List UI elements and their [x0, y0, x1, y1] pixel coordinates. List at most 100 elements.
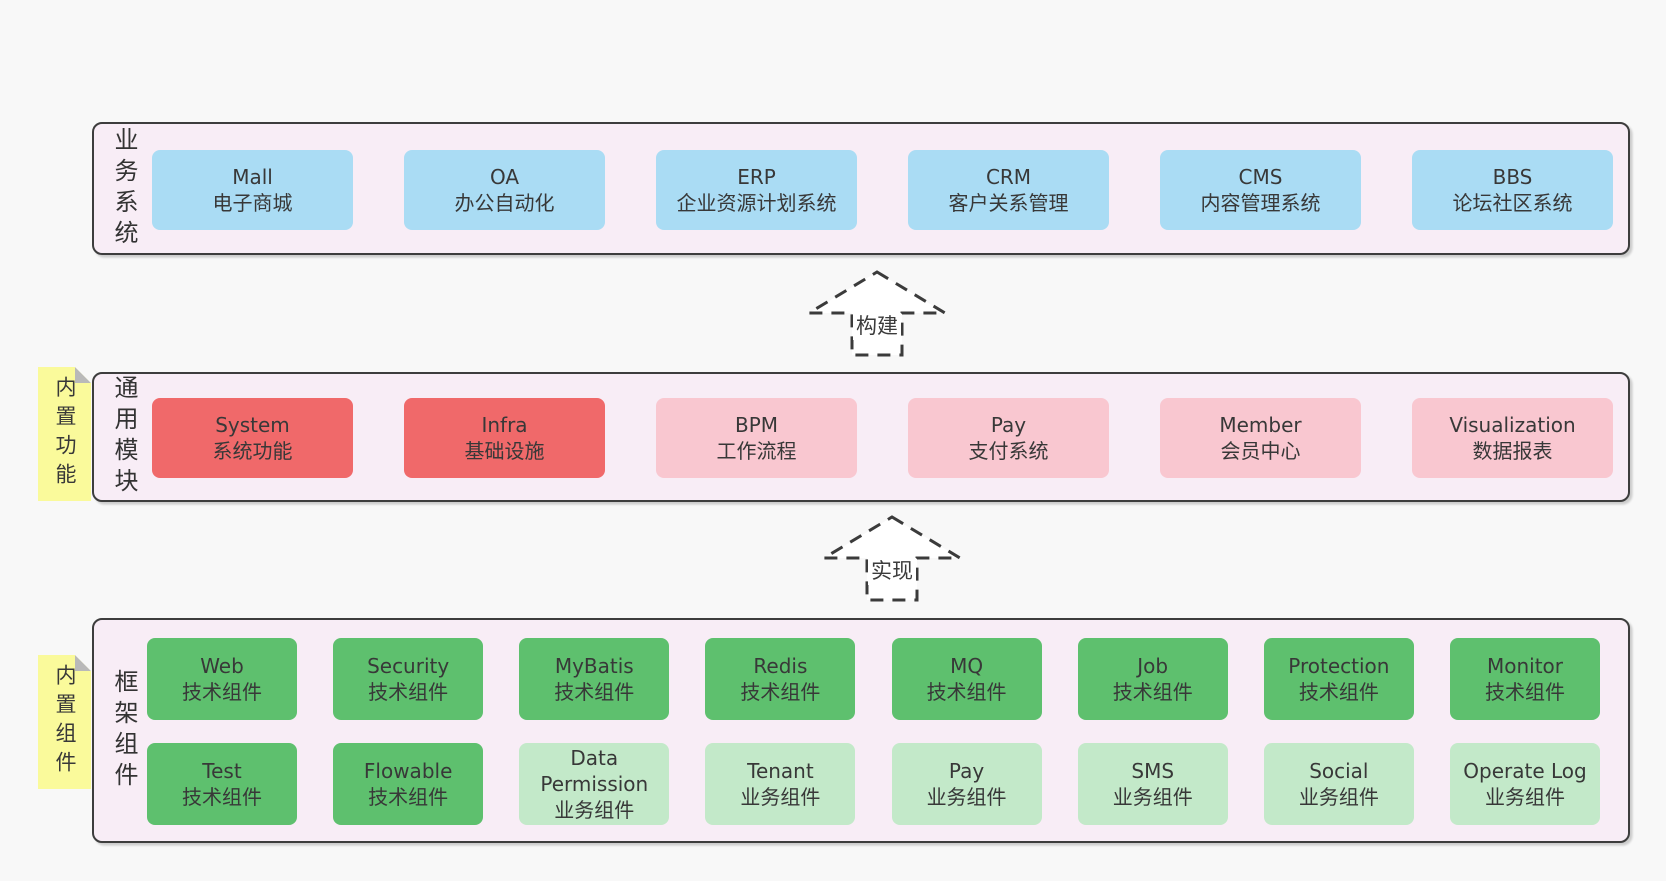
box-title: Pay	[990, 413, 1027, 437]
box-subtitle: 业务组件	[740, 785, 821, 809]
box-title: System	[215, 413, 290, 437]
layer-common-modules-label: 通用模块	[110, 375, 138, 499]
layer-business-systems-label: 业务系统	[110, 126, 138, 251]
box-subtitle: 技术组件	[740, 680, 821, 704]
box-title: Web	[200, 654, 244, 678]
box-subtitle: 论坛社区系统	[1452, 191, 1573, 215]
note-built-in-components: 内置组件	[38, 655, 91, 789]
arrow-build: 构建	[806, 269, 948, 359]
box-subtitle: 客户关系管理	[948, 191, 1069, 215]
box-title: MQ	[950, 654, 984, 678]
box-title: CMS	[1238, 165, 1283, 189]
box-title: BPM	[734, 413, 779, 437]
box-title: Infra	[481, 413, 528, 437]
box-title: OA	[489, 165, 520, 189]
box-subtitle: 工作流程	[716, 439, 797, 463]
box-subtitle: 技术组件	[926, 680, 1007, 704]
box-title: Security	[367, 654, 450, 678]
box-subtitle: 支付系统	[968, 439, 1049, 463]
box-subtitle: 办公自动化	[454, 191, 555, 215]
box-title: Flowable	[363, 759, 453, 783]
note-built-in-features: 内置功能	[38, 367, 91, 501]
box-title: CRM	[985, 165, 1032, 189]
box-subtitle: 技术组件	[1112, 680, 1193, 704]
box-subtitle: 技术组件	[554, 680, 635, 704]
arrow-implement: 实现	[821, 514, 963, 604]
box-subtitle: 业务组件	[1298, 785, 1379, 809]
box-subtitle: 技术组件	[182, 680, 262, 704]
box-title: Redis	[753, 654, 808, 678]
box-subtitle: 技术组件	[1484, 680, 1565, 704]
box-title: Pay	[948, 759, 985, 783]
box-subtitle: 技术组件	[182, 785, 262, 809]
box-title: Visualization	[1449, 413, 1576, 437]
folded-corner-icon	[75, 367, 91, 383]
box-subtitle: 业务组件	[1484, 785, 1565, 809]
box-subtitle: 电子商城	[212, 191, 293, 215]
box-subtitle: 数据报表	[1472, 439, 1553, 463]
note-built-in-features-label: 内置功能	[53, 376, 77, 492]
box-title: ERP	[737, 165, 776, 189]
box-subtitle: 业务组件	[926, 785, 1007, 809]
box-subtitle: 系统功能	[212, 439, 293, 463]
box-title: Data Permission	[540, 746, 649, 796]
box-title: Job	[1137, 654, 1169, 678]
arrow-build-label: 构建	[853, 313, 901, 341]
layer-framework-components-label: 框架组件	[110, 668, 138, 793]
box-title: Social	[1309, 759, 1369, 783]
folded-corner-icon	[75, 655, 91, 671]
box-title: Mall	[232, 165, 273, 189]
box-title: Protection	[1288, 654, 1390, 678]
box-title: BBS	[1492, 165, 1533, 189]
box-subtitle: 业务组件	[1112, 785, 1193, 809]
note-built-in-components-label: 内置组件	[53, 664, 77, 780]
box-title: MyBatis	[554, 654, 634, 678]
box-title: Member	[1219, 413, 1302, 437]
box-subtitle: 企业资源计划系统	[676, 191, 837, 215]
box-subtitle: 技术组件	[368, 680, 449, 704]
box-title: Monitor	[1486, 654, 1563, 678]
box-subtitle: 内容管理系统	[1200, 191, 1321, 215]
box-subtitle: 基础设施	[464, 439, 545, 463]
box-title: Tenant	[747, 759, 814, 783]
box-subtitle: 业务组件	[554, 798, 635, 822]
box-title: Operate Log	[1463, 759, 1587, 783]
box-title: Test	[202, 759, 242, 783]
box-title: SMS	[1131, 759, 1175, 783]
box-subtitle: 会员中心	[1220, 439, 1301, 463]
box-subtitle: 技术组件	[1298, 680, 1379, 704]
